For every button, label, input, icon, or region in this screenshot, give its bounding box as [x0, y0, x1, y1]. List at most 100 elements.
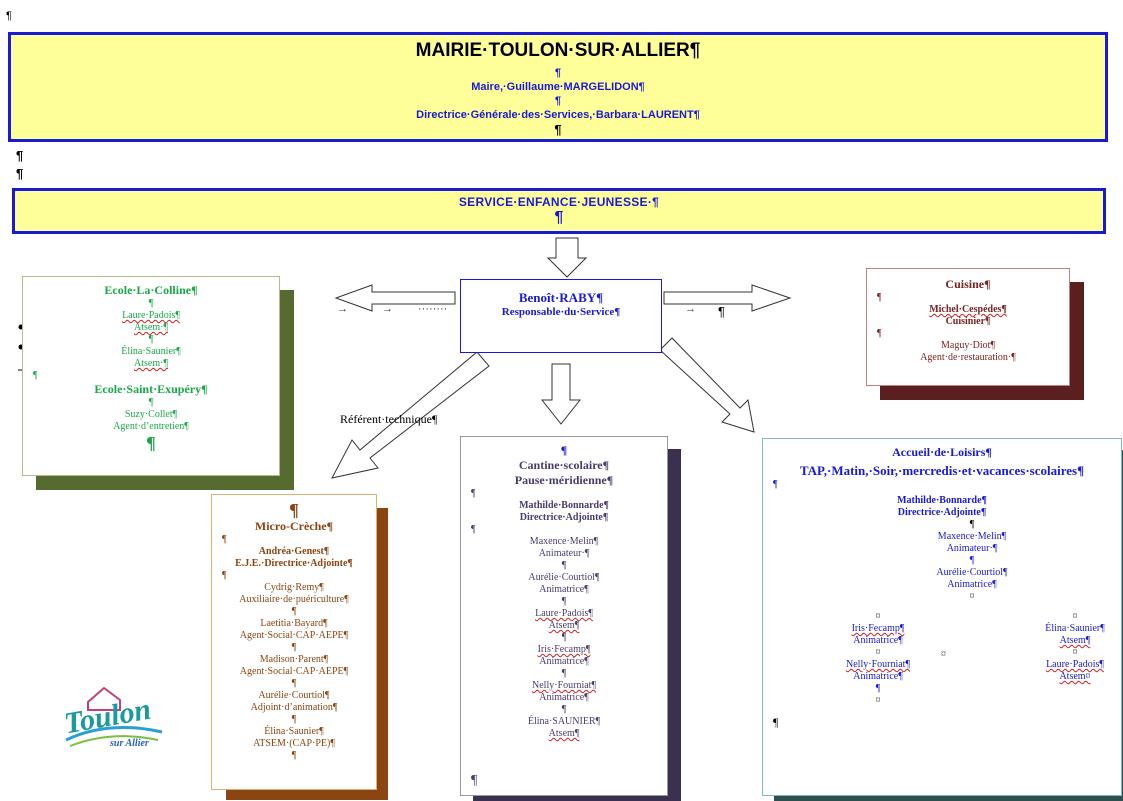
paragraph-mark: ¶ [222, 534, 227, 545]
service-title: SERVICE·ENFANCE·JEUNESSE·¶ [458, 195, 660, 209]
svg-text:········: ········ [418, 303, 447, 315]
person-name: Nelly·Fourniat¶ [532, 680, 596, 691]
arrow-right-cuisine [663, 284, 792, 312]
person-name: Aurélie·Courtiol¶ [936, 567, 1008, 578]
paragraph-mark: ¶ [877, 328, 882, 339]
paragraph-mark: ¶ [718, 304, 725, 319]
accueil-subtitle: TAP,·Matin,·Soir,·mercredis·et·vacances·… [799, 463, 1085, 478]
responsable-role: Responsable·du·Service¶ [501, 306, 621, 318]
service-banner: SERVICE·ENFANCE·JEUNESSE·¶ ¶ [12, 188, 1106, 234]
cantine-box: ¶ Cantine·scolaire¶ Pause·méridienne¶ ¶ … [460, 436, 668, 796]
person-role: Atsem¶ [548, 620, 580, 631]
person-role: Animatrice¶ [539, 584, 589, 595]
arrow-left-ecole [334, 284, 456, 312]
cell-mark: ¤ [1072, 611, 1078, 622]
person-role: E.J.E.·Directrice·Adjointe¶ [235, 558, 353, 569]
person-name: Iris·Fecamp¶ [537, 644, 591, 655]
person-role: Cuisinier¶ [945, 316, 991, 327]
arrow-diag-creche [331, 351, 490, 479]
paragraph-mark: ¶ [146, 433, 156, 453]
person-name: Aurélie·Courtiol¶ [258, 690, 330, 701]
person-name: Suzy·Collet¶ [124, 409, 178, 420]
paragraph-mark: ¶ [291, 678, 297, 689]
paragraph-mark: ¶ [773, 479, 778, 490]
person-name: Mathilde·Bonnarde¶ [519, 500, 609, 511]
person-name: Mathilde·Bonnarde¶ [897, 495, 987, 506]
person-name: Maxence·Melin¶ [937, 531, 1007, 542]
creche-box: ¶ Micro-Crèche¶ ¶ Andréa·Genest¶ E.J.E.·… [211, 494, 377, 790]
paragraph-mark: ¶ [471, 773, 478, 788]
cell-mark: ¤ [941, 649, 946, 660]
responsable-name: Benoît·RABY¶ [518, 290, 604, 305]
paragraph-mark: ¶ [16, 166, 24, 181]
cantine-subtitle: Pause·méridienne¶ [514, 473, 614, 487]
person-role: Animatrice¶ [539, 656, 589, 667]
paragraph-mark: ¶ [6, 10, 12, 22]
person-name: Maguy·Diot¶ [941, 340, 995, 351]
person-name: Laure·Padois¶ [122, 310, 180, 321]
accueil-title: Accueil·de·Loisirs¶ [892, 445, 992, 459]
person-role: Directrice·Adjointe¶ [897, 507, 987, 518]
paragraph-mark: ¶ [877, 292, 882, 303]
paragraph-mark: ¶ [148, 397, 154, 408]
person-name: Cydrig·Remy¶ [264, 582, 324, 593]
paragraph-mark: ¶ [561, 596, 567, 607]
paragraph-mark: ¶ [291, 642, 297, 653]
paragraph-mark: ¶ [289, 500, 299, 520]
accueil-right-column: ¤ Élina·Saunier¶ Atsem¶ ¤ Laure·Padois¶ … [1025, 611, 1123, 683]
person-role: Animatrice¶ [947, 579, 997, 590]
paragraph-mark: ¶ [561, 560, 567, 571]
paragraph-mark: ¶ [561, 632, 567, 643]
paragraph-mark: ¶ [471, 488, 476, 499]
paragraph-mark: ¶ [554, 209, 564, 226]
cell-mark: ¤ [969, 591, 975, 602]
person-role: Animateur·¶ [538, 548, 590, 559]
cell-mark: ¤ [875, 611, 881, 622]
paragraph-mark: ¶ [561, 704, 567, 715]
arrow-down-service [546, 237, 588, 278]
paragraph-mark: ¶ [33, 370, 38, 381]
person-role: Agent·d’entretien¶ [113, 421, 189, 432]
maire-line: Maire,·Guillaume·MARGELIDON¶ [471, 81, 645, 93]
paragraph-mark: ¶ [291, 750, 297, 761]
creche-title: Micro-Crèche¶ [254, 519, 334, 533]
paragraph-mark: ¶ [561, 668, 567, 679]
paragraph-mark: ¶ [560, 443, 568, 457]
paragraph-mark: ¶ [554, 122, 562, 137]
person-role: Animatrice¶ [853, 671, 903, 682]
paragraph-mark: ¶ [471, 524, 476, 535]
cell-mark: ¤ [875, 695, 881, 706]
accueil-left-column: ¤ Iris·Fecamp¶ Animatrice¶ ¤ Nelly·Fourn… [823, 611, 933, 707]
person-role: Atsem·¶ [134, 358, 168, 369]
cuisine-title: Cuisine¶ [945, 277, 991, 291]
person-role: Agent·de·restauration·¶ [920, 352, 1016, 363]
ecole-box: Ecole·La·Colline¶ ¶ Laure·Padois¶ Atsem·… [22, 276, 280, 476]
person-role: Atsem¶ [1059, 635, 1091, 646]
person-name: Laetitia·Bayard¶ [260, 618, 328, 629]
person-name: Laure·Padois¶ [535, 608, 593, 619]
paragraph-mark: ¶ [291, 606, 297, 617]
paragraph-mark: ¶ [222, 570, 227, 581]
mairie-banner: MAIRIE·TOULON·SUR·ALLIER¶ ¶ Maire,·Guill… [8, 32, 1108, 142]
svg-text:→: → [382, 303, 393, 315]
ecole-title-2: Ecole·Saint·Exupéry¶ [94, 382, 208, 396]
person-name: Aurélie·Courtiol¶ [528, 572, 600, 583]
person-role: Agent·Social·CAP·AEPE¶ [239, 666, 349, 677]
person-name: Andréa·Genest¶ [258, 546, 330, 557]
cuisine-box: Cuisine¶ ¶ Michel·Cespédes¶ Cuisinier¶ ¶… [866, 268, 1070, 386]
person-name: Maxence·Melin¶ [529, 536, 599, 547]
paragraph-mark: ¶ [554, 67, 562, 79]
paragraph-mark: ¶ [875, 683, 881, 694]
paragraph-mark: ¶ [969, 555, 975, 566]
person-role: Agent·Social·CAP·AEPE¶ [239, 630, 349, 641]
person-role: Adjoint·d’animation¶ [250, 702, 338, 713]
person-role: ATSEM·(CAP·PE)¶ [253, 738, 335, 749]
person-name: Madison·Parent¶ [259, 654, 329, 665]
person-role: Animatrice¶ [539, 692, 589, 703]
arrow-diag-accueil [659, 337, 755, 433]
person-name: Élina·SAUNIER¶ [527, 716, 601, 727]
person-role: Directrice·Adjointe¶ [519, 512, 609, 523]
arrow-down-cantine [540, 363, 582, 425]
person-name: Élina·Saunier¶ [121, 346, 181, 357]
person-name: Nelly·Fourniat¶ [846, 659, 910, 670]
